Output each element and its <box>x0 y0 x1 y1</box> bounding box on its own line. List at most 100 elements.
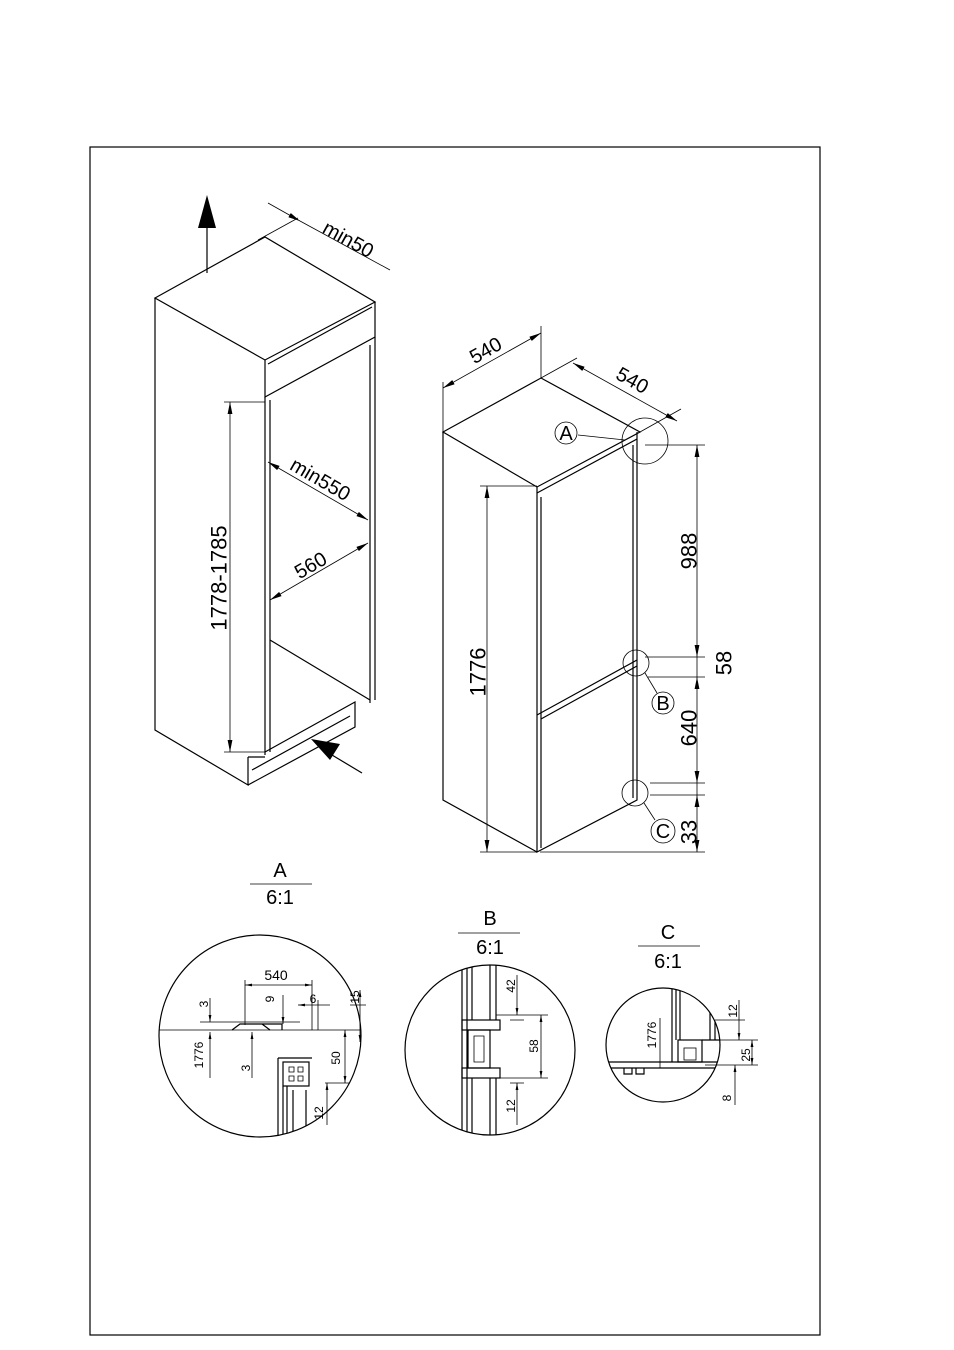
vent-out-arrow-head <box>198 195 216 228</box>
callout-b-label: B <box>656 693 669 715</box>
dim-upper-label: 988 <box>677 533 702 570</box>
callout-c-bubble <box>650 818 676 844</box>
callout-a-area <box>621 417 669 465</box>
vent-in-arrow <box>311 739 363 774</box>
callout-b-bubble <box>651 691 675 715</box>
dim-cabinet-width-line <box>269 542 369 601</box>
dim-cabinet-depth: min550 <box>267 454 369 521</box>
dim-clearance-top-line <box>267 202 301 222</box>
detail-a-cabinet-side <box>277 1057 312 1137</box>
dim-appliance-width-line <box>442 332 542 389</box>
dim-lower-label: 640 <box>677 710 702 747</box>
callout-b-leader <box>644 672 658 694</box>
detail-b-door <box>489 965 497 1135</box>
detail-b-dim-12-label: 12 <box>504 1099 518 1113</box>
dim-clearance-top: min50 <box>257 202 391 271</box>
detail-a-scale: 6:1 <box>266 887 294 909</box>
appliance-top-strip <box>536 438 638 494</box>
detail-b-dim-42-label: 42 <box>504 979 518 993</box>
detail-a-dim-50-label: 50 <box>329 1051 343 1065</box>
detail-b-hinge-body <box>467 1029 491 1069</box>
detail-b-title: B <box>483 908 496 930</box>
detail-a-dim-12-label: 12 <box>312 1106 326 1120</box>
callout-c-area <box>621 779 649 807</box>
dim-cabinet-width: 560 <box>269 542 369 601</box>
detail-a-circle <box>158 934 362 1138</box>
detail-c-dim-ext <box>659 1018 758 1068</box>
detail-a-dim-height-label: 1776 <box>192 1041 206 1068</box>
detail-c-dim-8-label: 8 <box>720 1094 734 1101</box>
detail-c-geometry <box>606 988 720 1075</box>
appliance-front <box>536 432 638 853</box>
detail-b-hinge-detail <box>473 1035 485 1063</box>
cabinet-niche <box>153 236 377 787</box>
detail-b-cabinet-side <box>461 965 473 1135</box>
callout-c-leader <box>643 802 656 821</box>
detail-c-hinge-plate <box>683 1047 697 1061</box>
cabinet-side-panel <box>154 298 249 787</box>
detail-c-hinge <box>677 1039 703 1063</box>
detail-c: C 6:1 12 1776 25 8 <box>605 922 758 1105</box>
detail-b-dim-58-label: 58 <box>527 1039 541 1053</box>
vent-in-arrow-head <box>311 739 340 760</box>
appliance-door-edge <box>540 445 634 848</box>
dim-gap-label: 58 <box>712 651 737 675</box>
cabinet-plinth <box>247 700 356 786</box>
detail-c-floor <box>606 1061 720 1069</box>
detail-c-scale: 6:1 <box>654 951 682 973</box>
dim-appliance-width-label: 540 <box>466 333 506 368</box>
callout-a-bubble <box>554 421 578 445</box>
dim-appliance-width-ext <box>442 326 542 432</box>
detail-a-hinge <box>282 1061 310 1087</box>
dim-bottom-label: 33 <box>677 820 702 844</box>
detail-c-title: C <box>661 922 675 944</box>
dim-clearance-top-leader <box>299 220 391 271</box>
detail-a-dim-6-label: 6 <box>310 992 317 1006</box>
detail-a-hinge-screws <box>288 1066 304 1082</box>
detail-a-door <box>282 1086 307 1137</box>
detail-c-dim-height-label: 1776 <box>645 1021 659 1048</box>
dim-cabinet-height-label: 1778-1785 <box>207 525 232 630</box>
callout-a-leader <box>577 434 626 441</box>
dim-appliance-height: 1776 <box>466 485 537 853</box>
detail-a-dim-9-label: 9 <box>263 995 277 1002</box>
dim-cabinet-depth-line <box>267 461 369 521</box>
callout-c-label: C <box>656 821 670 843</box>
cabinet-right-edge <box>369 337 376 703</box>
detail-a-dim-top-gap-label: 3 <box>197 1000 211 1007</box>
callout-b: B <box>622 649 675 715</box>
callout-a-label: A <box>559 423 573 445</box>
dim-appliance-height-ext <box>480 485 537 853</box>
cabinet-header-panel <box>264 302 376 399</box>
detail-c-dim-25-label: 25 <box>739 1048 753 1062</box>
dim-appliance-depth-line <box>572 362 678 422</box>
dim-hinge-chain-ext <box>540 444 705 853</box>
appliance-top-face <box>441 377 642 488</box>
page-frame <box>89 146 821 1336</box>
callout-b-area <box>622 649 650 677</box>
callout-a: A <box>554 417 669 465</box>
detail-b-scale: 6:1 <box>476 937 504 959</box>
detail-c-circle <box>605 987 721 1103</box>
dim-appliance-height-label: 1776 <box>466 648 491 697</box>
detail-b-hinge-upper <box>461 1019 501 1031</box>
detail-c-dim-12-label: 12 <box>726 1004 740 1018</box>
detail-a-dim-15-label: 15 <box>348 990 362 1004</box>
vent-out-arrow <box>198 195 216 273</box>
dim-cabinet-depth-label: min550 <box>286 454 354 506</box>
appliance-body <box>441 377 642 853</box>
dim-appliance-depth: 540 <box>540 357 682 433</box>
cabinet-top-face <box>153 236 377 361</box>
detail-b-geometry <box>461 965 501 1135</box>
dim-clearance-top-label: min50 <box>319 217 377 263</box>
callout-c: C <box>621 779 676 844</box>
dim-hinge-chain: 988 58 640 33 <box>540 444 737 853</box>
dim-appliance-depth-label: 540 <box>612 363 652 398</box>
detail-a-top-plate <box>231 1023 283 1031</box>
detail-c-cabinet-side <box>671 988 681 1062</box>
cabinet-front-left-edge <box>264 397 271 755</box>
detail-b-hinge-lower <box>461 1067 501 1079</box>
appliance-side <box>442 432 538 853</box>
dim-appliance-width: 540 <box>442 326 542 432</box>
